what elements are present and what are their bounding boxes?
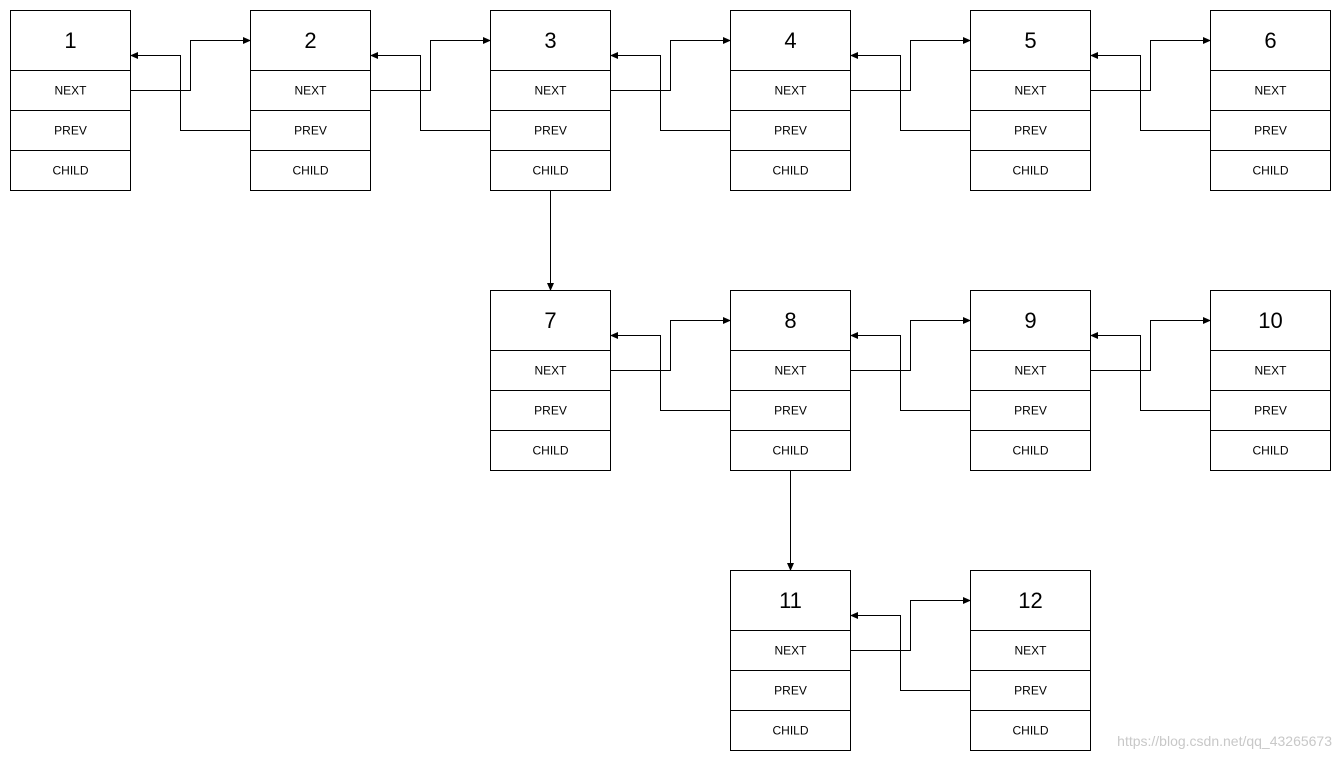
field-next: NEXT	[534, 364, 567, 378]
next-pointer-9-10	[1090, 317, 1211, 371]
field-prev: PREV	[1254, 124, 1287, 138]
field-prev: PREV	[774, 404, 807, 418]
field-child: CHILD	[532, 444, 568, 458]
field-next: NEXT	[774, 644, 807, 658]
field-prev: PREV	[54, 124, 87, 138]
node-box	[490, 290, 611, 471]
field-child: CHILD	[292, 164, 328, 178]
next-pointer-11-12	[850, 597, 971, 651]
field-child: CHILD	[1012, 444, 1048, 458]
field-next: NEXT	[1014, 364, 1047, 378]
node-value: 12	[1018, 588, 1042, 613]
node-value: 7	[544, 308, 556, 333]
field-next: NEXT	[1254, 364, 1287, 378]
field-prev: PREV	[534, 124, 567, 138]
next-pointer-7-8	[610, 317, 731, 371]
prev-pointer-3-2	[370, 52, 491, 131]
prev-pointer-4-3	[610, 52, 731, 131]
field-next: NEXT	[774, 84, 807, 98]
prev-pointer-5-4	[850, 52, 971, 131]
field-prev: PREV	[1014, 404, 1047, 418]
field-child: CHILD	[772, 724, 808, 738]
field-next: NEXT	[1254, 84, 1287, 98]
prev-pointer-6-5	[1090, 52, 1211, 131]
prev-pointer-9-8	[850, 332, 971, 411]
node-box	[730, 10, 851, 191]
field-child: CHILD	[1012, 164, 1048, 178]
node-box	[1210, 10, 1331, 191]
next-pointer-2-3	[370, 37, 491, 91]
node-value: 8	[784, 308, 796, 333]
node-value: 5	[1024, 28, 1036, 53]
node-value: 1	[64, 28, 76, 53]
field-child: CHILD	[52, 164, 88, 178]
node-box	[10, 10, 131, 191]
next-pointer-4-5	[850, 37, 971, 91]
field-prev: PREV	[774, 684, 807, 698]
field-prev: PREV	[774, 124, 807, 138]
field-next: NEXT	[534, 84, 567, 98]
prev-pointer-12-11	[850, 612, 971, 691]
node-box	[730, 290, 851, 471]
node-value: 11	[779, 588, 802, 613]
node-box	[730, 570, 851, 751]
field-child: CHILD	[1012, 724, 1048, 738]
node-box	[250, 10, 371, 191]
node-box	[970, 290, 1091, 471]
field-prev: PREV	[294, 124, 327, 138]
field-next: NEXT	[774, 364, 807, 378]
node-value: 3	[544, 28, 556, 53]
node-value: 10	[1258, 308, 1282, 333]
prev-pointer-10-9	[1090, 332, 1211, 411]
node-value: 9	[1024, 308, 1036, 333]
field-prev: PREV	[534, 404, 567, 418]
node-box	[970, 10, 1091, 191]
next-pointer-3-4	[610, 37, 731, 91]
prev-pointer-2-1	[130, 52, 251, 131]
node-value: 6	[1264, 28, 1276, 53]
field-child: CHILD	[532, 164, 568, 178]
links-layer	[130, 37, 1211, 691]
field-next: NEXT	[294, 84, 327, 98]
field-prev: PREV	[1254, 404, 1287, 418]
next-pointer-8-9	[850, 317, 971, 371]
field-next: NEXT	[1014, 644, 1047, 658]
watermark-text: https://blog.csdn.net/qq_43265673	[1117, 733, 1332, 749]
field-prev: PREV	[1014, 684, 1047, 698]
node-value: 4	[784, 28, 796, 53]
field-next: NEXT	[54, 84, 87, 98]
node-value: 2	[304, 28, 316, 53]
next-pointer-5-6	[1090, 37, 1211, 91]
node-box	[970, 570, 1091, 751]
field-next: NEXT	[1014, 84, 1047, 98]
next-pointer-1-2	[130, 37, 251, 91]
node-box	[1210, 290, 1331, 471]
prev-pointer-8-7	[610, 332, 731, 411]
field-child: CHILD	[1252, 444, 1288, 458]
node-box	[490, 10, 611, 191]
field-prev: PREV	[1014, 124, 1047, 138]
field-child: CHILD	[772, 444, 808, 458]
field-child: CHILD	[772, 164, 808, 178]
field-child: CHILD	[1252, 164, 1288, 178]
